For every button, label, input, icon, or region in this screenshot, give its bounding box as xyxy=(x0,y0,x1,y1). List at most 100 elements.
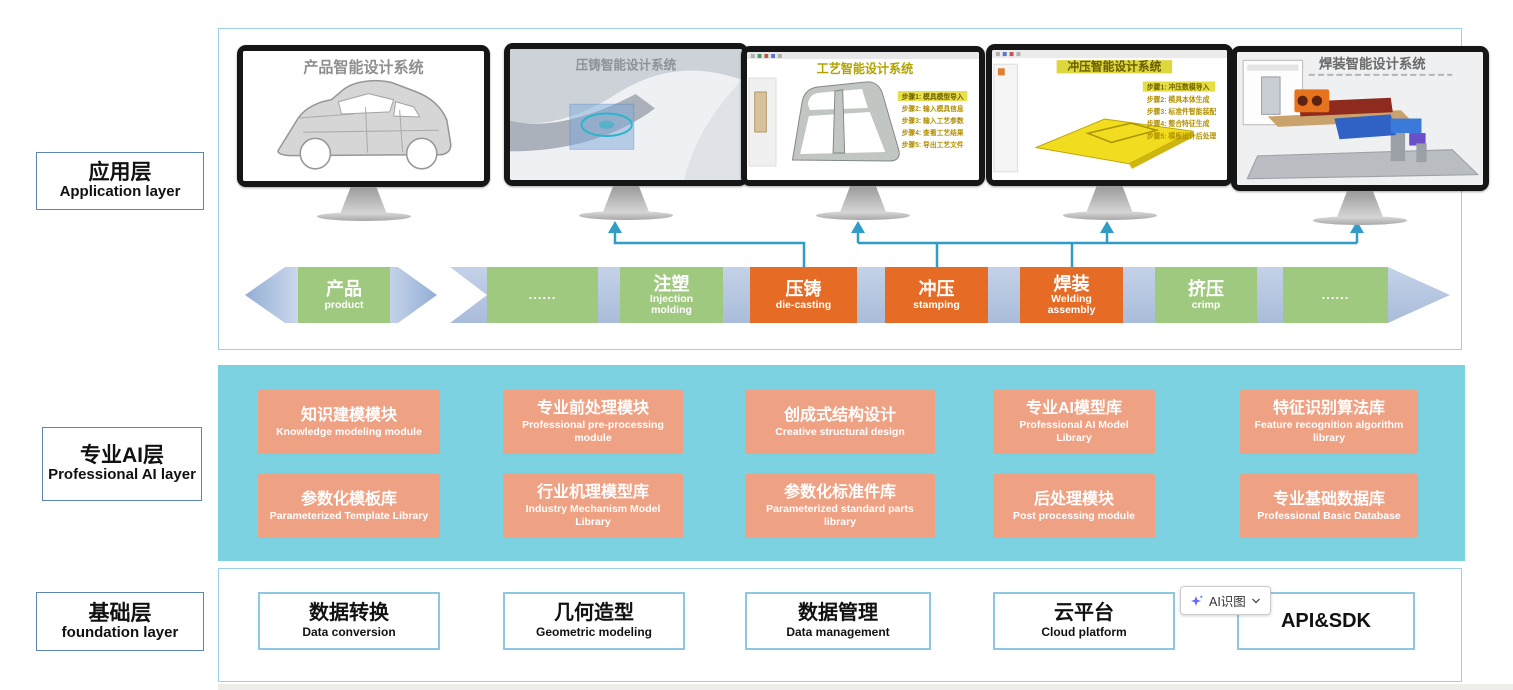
toolbar-icons xyxy=(995,52,1021,57)
tool-block xyxy=(754,91,767,133)
flow-item-product: 产品 product xyxy=(298,267,390,323)
ai-module-industry-mechanism: 行业机理模型库 Industry Mechanism Model Library xyxy=(503,474,683,538)
module-label-en: Post processing module xyxy=(1013,509,1135,522)
screen-title: 焊装智能设计系统 xyxy=(1319,56,1426,72)
monitor-stand-neck xyxy=(340,187,387,213)
foundation-module-geometric-modeling: 几何造型 Geometric modeling xyxy=(503,592,685,650)
ai-module-feature-recognition: 特征识别算法库 Feature recognition algorithm li… xyxy=(1240,390,1418,454)
monitor-stand-base xyxy=(316,212,411,221)
monitor-bezel: 冲压智能设计系统 步骤1: 冲压数模导入 步骤2: 模具本体生成 步骤3: 标准… xyxy=(986,44,1233,186)
monitor-screen: 工艺智能设计系统 步骤1: 模具模型导入 步骤2: 输入模具信息 步骤3: 输入… xyxy=(747,52,979,180)
flow-item-label-zh: ...... xyxy=(1321,286,1350,302)
screen-title: 产品智能设计系统 xyxy=(303,58,423,76)
ai-module-parameterized-template: 参数化模板库 Parameterized Template Library xyxy=(258,474,440,538)
module-label-en: Parameterized standard parts library xyxy=(766,503,914,528)
flow-item-label-zh: 挤压 xyxy=(1188,279,1224,300)
monitor-stand-base xyxy=(1062,211,1157,220)
module-label-en: Professional AI Model Library xyxy=(1019,419,1129,444)
layer-label-foundation: 基础层 foundation layer xyxy=(36,592,204,651)
cad-surfaces-illustration xyxy=(510,49,742,180)
screen-title: 工艺智能设计系统 xyxy=(817,61,914,76)
cad-toolbar xyxy=(747,52,979,59)
ai-module-pre-processing: 专业前处理模块 Professional pre-processing modu… xyxy=(503,390,683,454)
module-label-zh: 知识建模模块 xyxy=(300,406,397,424)
ai-module-basic-database: 专业基础数据库 Professional Basic Database xyxy=(1240,474,1418,538)
title-highlight xyxy=(1056,60,1173,74)
monitor-die-casting-design: 压铸智能设计系统 xyxy=(504,43,748,220)
monitor-stand-base xyxy=(1313,216,1407,225)
step-list: 步骤1: 冲压数模导入 步骤2: 模具本体生成 步骤3: 标准件智能装配 步骤4… xyxy=(1142,81,1217,140)
car-body-illustration xyxy=(277,79,452,170)
module-label-zh: 几何造型 xyxy=(554,602,634,625)
flow-item-label-zh: 注塑 xyxy=(653,273,690,294)
module-label-zh: 数据转换 xyxy=(309,602,389,625)
ai-module-knowledge-modeling: 知识建模模块 Knowledge modeling module xyxy=(258,390,440,454)
professional-ai-layer-title-zh: 专业AI层 xyxy=(80,444,164,468)
chevron-down-icon xyxy=(1251,598,1260,603)
ai-module-generative-design: 创成式结构设计 Creative structural design xyxy=(745,390,935,454)
model-tree-panel xyxy=(993,63,1018,173)
layer-label-application: 应用层 Application layer xyxy=(36,152,204,210)
monitor-bezel: 压铸智能设计系统 xyxy=(504,43,748,186)
module-label-zh: 数据管理 xyxy=(798,602,878,625)
step-item: 步骤1: 冲压数模导入 xyxy=(1147,82,1210,91)
module-label-en: Industry Mechanism Model Library xyxy=(525,503,661,528)
module-label-en: Parameterized Template Library xyxy=(269,509,429,522)
welding-fixture-illustration xyxy=(1246,89,1480,180)
screen-title: 冲压智能设计系统 xyxy=(1067,58,1161,73)
step-item: 步骤3: 输入工艺参数 xyxy=(902,116,964,125)
step-item: 步骤4: 整合特征生成 xyxy=(1147,119,1210,128)
bottom-edge-strip xyxy=(218,684,1513,690)
step-item: 步骤5: 导出工艺文件 xyxy=(902,140,964,149)
step-item: 步骤4: 查看工艺结果 xyxy=(902,128,964,137)
screen-title: 压铸智能设计系统 xyxy=(576,57,677,72)
stamping-panel-illustration xyxy=(1034,118,1195,169)
monitor-stand-neck xyxy=(1337,191,1383,217)
module-label-en: Geometric modeling xyxy=(535,625,653,640)
module-label-en: Data management xyxy=(786,625,890,640)
monitor-stand-neck xyxy=(603,186,649,212)
tree-icon xyxy=(997,68,1005,76)
cad-toolbar xyxy=(992,50,1227,59)
monitor-stamping-design: 冲压智能设计系统 步骤1: 冲压数模导入 步骤2: 模具本体生成 步骤3: 标准… xyxy=(986,44,1233,220)
foundation-module-data-conversion: 数据转换 Data conversion xyxy=(258,592,440,650)
ai-module-standard-parts: 参数化标准件库 Parameterized standard parts lib… xyxy=(745,474,935,538)
module-label-en: Feature recognition algorithm library xyxy=(1254,419,1404,444)
monitor-bezel: 产品智能设计系统 xyxy=(237,45,490,187)
ai-recognize-image-button[interactable]: AI识图 xyxy=(1180,586,1271,615)
foundation-layer-title-en: foundation layer xyxy=(61,623,179,641)
step-item: 步骤2: 模具本体生成 xyxy=(1147,95,1210,104)
flow-item-welding-assembly: 焊装 Welding assembly xyxy=(1020,267,1123,323)
module-label-zh: 专业AI模型库 xyxy=(1025,400,1122,418)
application-layer-title-en: Application layer xyxy=(59,183,181,201)
monitor-screen: 冲压智能设计系统 步骤1: 冲压数模导入 步骤2: 模具本体生成 步骤3: 标准… xyxy=(992,50,1227,180)
layer-label-professional-ai: 专业AI层 Professional AI layer xyxy=(42,427,202,501)
module-label-zh: 特征识别算法库 xyxy=(1272,400,1385,418)
flow-item-stamping: 冲压 stamping xyxy=(885,267,988,323)
foundation-module-cloud-platform: 云平台 Cloud platform xyxy=(993,592,1175,650)
module-label-zh: 参数化模板库 xyxy=(300,490,397,508)
flow-item-label-en: crimp xyxy=(1191,298,1221,311)
module-label-en: Data conversion xyxy=(302,625,396,640)
ai-button-label: AI识图 xyxy=(1209,595,1246,609)
step-item: 步骤2: 输入模具信息 xyxy=(902,104,964,113)
flow-item-label-zh: 焊装 xyxy=(1053,273,1090,294)
ai-module-ai-model-library: 专业AI模型库 Professional AI Model Library xyxy=(993,390,1155,454)
monitor-product-design: 产品智能设计系统 xyxy=(237,45,490,221)
application-layer-title-zh: 应用层 xyxy=(88,161,152,185)
step-item: 步骤3: 标准件智能装配 xyxy=(1147,107,1217,116)
module-label-zh: 参数化标准件库 xyxy=(783,484,896,502)
step-list: 步骤1: 模具模型导入 步骤2: 输入模具信息 步骤3: 输入工艺参数 步骤4:… xyxy=(897,91,968,149)
module-label-zh: 专业前处理模块 xyxy=(536,400,649,418)
step-item: 步骤1: 模具模型导入 xyxy=(902,92,964,101)
module-label-zh: 创成式结构设计 xyxy=(783,406,896,424)
flow-item-crimp: 挤压 crimp xyxy=(1155,267,1257,323)
step-item: 步骤5: 模板设计后处理 xyxy=(1147,131,1217,140)
flow-item-label-zh: 冲压 xyxy=(918,279,955,300)
foundation-layer-title-zh: 基础层 xyxy=(88,601,152,625)
foundation-module-data-management: 数据管理 Data management xyxy=(745,592,931,650)
toolbar-icons xyxy=(750,54,782,58)
foundation-module-api-sdk: API&SDK xyxy=(1237,592,1415,650)
flow-item-die-casting: 压铸 die-casting xyxy=(750,267,857,323)
